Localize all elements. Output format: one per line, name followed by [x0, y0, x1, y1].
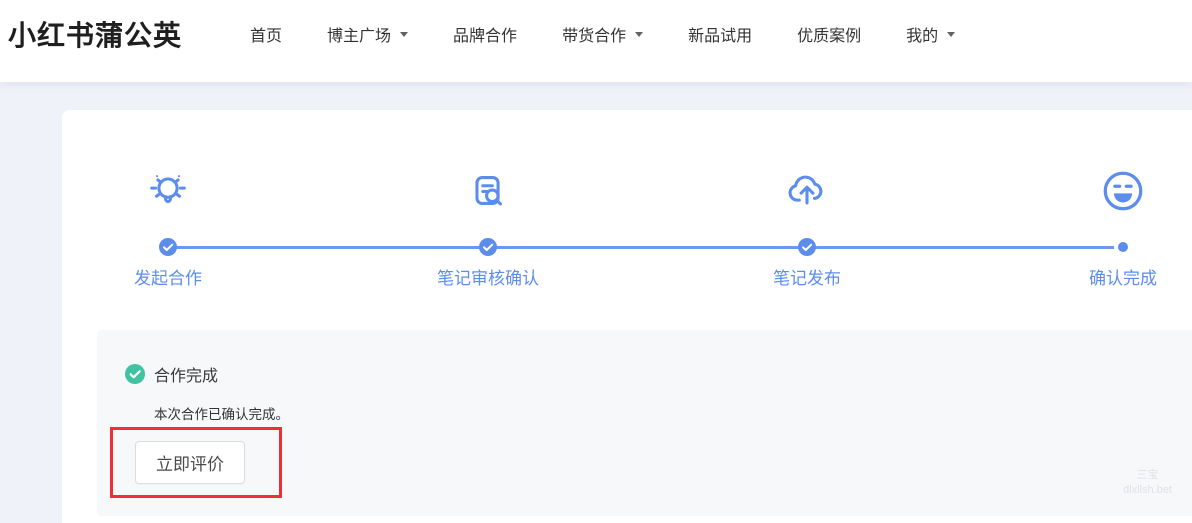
main-nav: 首页 博主广场 品牌合作 带货合作 新品试用 优质案例 我的	[250, 22, 1000, 46]
brand-logo: 小红书蒲公英	[8, 20, 183, 51]
step-note-publish: 笔记发布	[707, 168, 907, 289]
step-initiate-collab: 发起合作	[68, 168, 268, 289]
check-circle-icon	[798, 238, 816, 256]
step-marker	[68, 238, 268, 256]
watermark: 三宝 dlxllsh.bet	[1123, 469, 1172, 496]
nav-item-brand-coop[interactable]: 品牌合作	[453, 28, 518, 45]
chevron-down-icon	[635, 31, 644, 37]
step-marker	[1023, 238, 1192, 256]
note-review-icon	[475, 176, 502, 206]
rate-now-button[interactable]: 立即评价	[135, 441, 245, 484]
step-note-review: 笔记审核确认	[388, 168, 588, 289]
nav-item-sales-coop[interactable]: 带货合作	[562, 22, 644, 46]
nav-item-mine[interactable]: 我的	[906, 22, 956, 46]
status-description: 本次合作已确认完成。	[154, 407, 289, 422]
nav-item-blogger-plaza[interactable]: 博主广场	[327, 22, 409, 46]
success-check-icon	[125, 364, 145, 384]
check-circle-icon	[159, 238, 177, 256]
cloud-upload-icon	[788, 175, 823, 208]
step-label: 确认完成	[1089, 269, 1157, 288]
current-step-dot-icon	[1118, 242, 1128, 252]
status-row: 合作完成	[125, 362, 218, 386]
step-label: 笔记审核确认	[437, 269, 539, 288]
nav-item-quality-cases[interactable]: 优质案例	[797, 28, 862, 45]
chevron-down-icon	[947, 31, 956, 37]
step-label: 发起合作	[134, 269, 202, 288]
status-panel: 合作完成 本次合作已确认完成。 立即评价 三宝 dlxllsh.bet	[97, 330, 1192, 516]
check-circle-icon	[479, 238, 497, 256]
progress-stepper: 发起合作 笔记审核确认	[62, 110, 1192, 330]
chevron-down-icon	[400, 31, 409, 37]
red-annotation-box: 立即评价	[110, 427, 282, 498]
step-label: 笔记发布	[773, 269, 841, 288]
smiley-icon	[1103, 171, 1143, 211]
idea-icon	[150, 175, 186, 204]
nav-item-new-product-trial[interactable]: 新品试用	[688, 28, 753, 45]
step-confirm-complete: 确认完成	[1023, 168, 1192, 289]
collaboration-card: 发起合作 笔记审核确认	[62, 110, 1192, 523]
status-title: 合作完成	[154, 368, 219, 385]
step-marker	[388, 238, 588, 256]
stepper-connector-line	[168, 246, 1123, 249]
top-navbar: 小红书蒲公英 首页 博主广场 品牌合作 带货合作 新品试用 优质案例 我的	[0, 0, 1192, 82]
step-marker	[707, 238, 907, 256]
nav-item-home[interactable]: 首页	[250, 28, 283, 45]
